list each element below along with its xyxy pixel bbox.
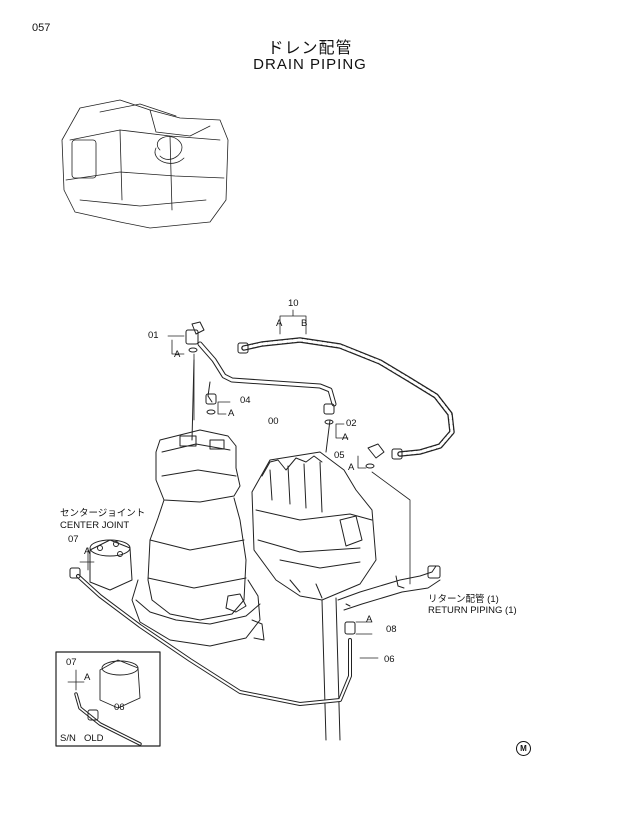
callout-02-a: A <box>342 432 349 443</box>
callout-08: 08 <box>386 624 397 635</box>
callout-01: 01 <box>148 330 159 341</box>
center-joint-label-jp: センタージョイント <box>60 508 146 519</box>
inset-callout-06: 06 <box>114 702 125 713</box>
return-piping-label-en: RETURN PIPING (1) <box>428 605 517 616</box>
callout-10-b: B <box>301 318 308 329</box>
inset-callout-a: A <box>84 672 91 683</box>
control-valve-drawing <box>251 419 377 601</box>
callout-04-a: A <box>228 408 235 419</box>
callout-07-a: A <box>84 546 91 557</box>
inset-old-label: OLD <box>84 733 104 744</box>
inset-box <box>55 651 161 747</box>
inset-callout-07: 07 <box>66 657 77 668</box>
machine-overview-drawing <box>61 99 229 229</box>
fittings-drawing <box>205 393 385 469</box>
center-joint-drawing <box>69 539 133 591</box>
hose-06-drawing <box>76 574 356 706</box>
callout-04: 04 <box>240 395 251 406</box>
return-piping-label-jp: リターン配管 (1) <box>428 594 499 605</box>
leader-lines <box>79 309 411 659</box>
fitting-01-drawing <box>185 321 205 353</box>
callout-07: 07 <box>68 534 79 545</box>
title-japanese: ドレン配管 <box>267 40 353 57</box>
callout-00: 00 <box>268 416 279 427</box>
callout-05-a: A <box>348 462 355 473</box>
callout-10-a: A <box>276 318 283 329</box>
inset-sn-label: S/N <box>60 733 76 744</box>
callout-10: 10 <box>288 298 299 309</box>
callout-02: 02 <box>346 418 357 429</box>
page-number: 057 <box>32 22 51 34</box>
callout-01-a: A <box>174 349 181 360</box>
center-joint-label-en: CENTER JOINT <box>60 520 130 531</box>
title-english: DRAIN PIPING <box>253 56 367 73</box>
m-mark-icon: M <box>516 741 531 756</box>
callout-05: 05 <box>334 450 345 461</box>
callout-08-a: A <box>366 614 373 625</box>
swing-motor-drawing <box>131 359 265 647</box>
callout-06: 06 <box>384 654 395 665</box>
hose-10-drawing <box>237 337 455 460</box>
pipe-00-drawing <box>197 341 337 407</box>
